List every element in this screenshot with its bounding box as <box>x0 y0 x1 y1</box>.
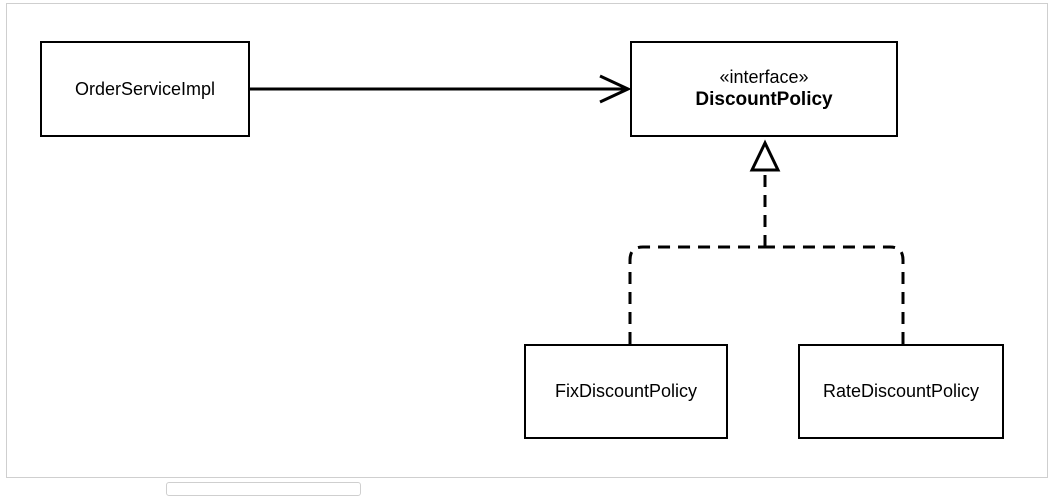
rate-discount-policy-box[interactable]: RateDiscountPolicy <box>798 344 1004 439</box>
fix-discount-policy-label: FixDiscountPolicy <box>554 381 698 401</box>
discount-policy-interface-box[interactable]: «interface» DiscountPolicy <box>630 41 898 137</box>
bottom-tab[interactable] <box>166 482 361 496</box>
fix-discount-policy-box[interactable]: FixDiscountPolicy <box>524 344 728 439</box>
open-arrowhead-icon <box>599 74 632 104</box>
order-service-impl-box[interactable]: OrderServiceImpl <box>40 41 250 137</box>
realization-connector <box>628 172 905 344</box>
discount-policy-label: DiscountPolicy <box>695 89 833 111</box>
rate-realization-line <box>765 245 905 344</box>
association-arrow <box>250 74 632 104</box>
rate-discount-policy-label: RateDiscountPolicy <box>822 381 980 401</box>
interface-stereotype: «interface» <box>719 66 809 87</box>
order-service-impl-label: OrderServiceImpl <box>74 78 216 99</box>
fix-realization-line <box>628 245 765 344</box>
hollow-triangle-arrowhead-icon <box>749 139 781 172</box>
